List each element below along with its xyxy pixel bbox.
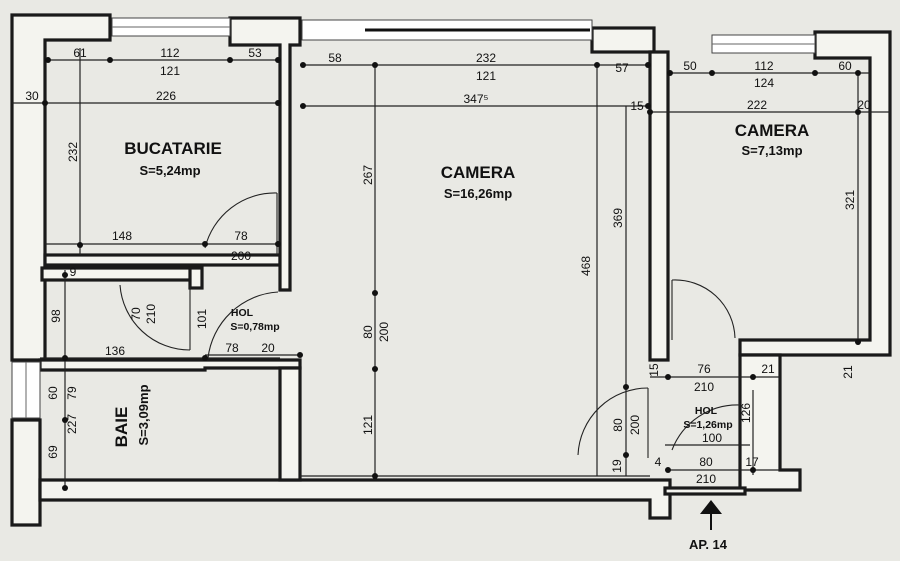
dim-78-kitchen: 78	[234, 229, 248, 243]
dim-124: 124	[754, 76, 774, 90]
windows	[11, 17, 816, 419]
area-hol-right: S=1,26mp	[683, 419, 732, 431]
dim-30: 30	[25, 89, 39, 103]
wall-top-right	[738, 30, 892, 357]
dim-79: 79	[65, 386, 79, 400]
dim-121-vertical: 121	[361, 415, 375, 435]
dim-80-door: 80	[611, 418, 625, 432]
dimension-ticks	[42, 57, 861, 491]
dim-4: 4	[655, 455, 662, 469]
area-camera-right: S=7,13mp	[741, 143, 802, 158]
dim-80-entrance: 80	[699, 455, 713, 469]
dim-200-door: 200	[628, 415, 642, 435]
dim-21-right: 21	[841, 365, 855, 379]
label-bucatarie: BUCATARIE	[124, 139, 222, 158]
dimension-labels: 61 112 53 121 30 226 232 148 78 200 9 98…	[25, 46, 871, 486]
door-hol	[207, 291, 279, 359]
dim-76: 76	[697, 362, 711, 376]
label-hol-left: HOL	[231, 307, 254, 319]
room-labels: BUCATARIE S=5,24mp CAMERA S=16,26mp CAME…	[112, 121, 809, 447]
dim-112-right: 112	[754, 59, 773, 73]
dim-101: 101	[195, 309, 209, 329]
dim-136: 136	[105, 344, 125, 358]
dim-210-entrance: 210	[696, 472, 716, 486]
area-hol-left: S=0,78mp	[230, 321, 279, 333]
label-camera-main: CAMERA	[441, 163, 516, 182]
dim-210-bath: 210	[144, 304, 158, 324]
dim-9: 9	[70, 265, 77, 279]
wall-bath-top	[38, 358, 302, 372]
door-right-room	[671, 279, 736, 339]
wall-bottom	[38, 478, 672, 520]
dim-210-hol: 210	[694, 380, 714, 394]
dim-200-kitchen: 200	[231, 249, 251, 263]
door-bath	[119, 284, 191, 351]
dim-100: 100	[702, 431, 722, 445]
dim-19: 19	[610, 459, 624, 473]
wall-bath-right	[278, 366, 302, 482]
dim-61: 61	[73, 46, 87, 60]
dim-232: 232	[476, 51, 496, 65]
dim-267: 267	[361, 165, 375, 185]
dim-20-right: 20	[857, 98, 871, 112]
entrance-arrow-icon	[700, 500, 722, 530]
area-baie: S=3,09mp	[136, 384, 151, 445]
dim-347: 347⁵	[464, 92, 489, 106]
wall-entrance	[663, 486, 747, 496]
dim-78-hol: 78	[225, 341, 239, 355]
label-camera-right: CAMERA	[735, 121, 810, 140]
dim-232-vertical: 232	[66, 142, 80, 162]
dim-60-right: 60	[838, 59, 852, 73]
dim-57: 57	[615, 61, 629, 75]
dim-50: 50	[683, 59, 697, 73]
dim-70: 70	[129, 307, 143, 321]
dim-121-main: 121	[476, 69, 496, 83]
label-baie: BAIE	[112, 407, 131, 448]
door-main-room	[577, 387, 649, 456]
wall-hol-corner	[188, 266, 204, 290]
dim-69: 69	[46, 445, 60, 459]
dim-227: 227	[65, 414, 79, 434]
wall-top-left	[10, 13, 112, 362]
dim-112: 112	[160, 46, 179, 60]
wall-partition-right	[648, 50, 670, 362]
dim-98: 98	[49, 309, 63, 323]
dim-15-main: 15	[630, 99, 644, 113]
dim-126: 126	[739, 403, 753, 423]
dim-58: 58	[328, 51, 342, 65]
dimension-lines	[12, 48, 890, 490]
dim-17: 17	[745, 455, 759, 469]
door-entrance	[671, 404, 741, 451]
dim-369: 369	[611, 208, 625, 228]
dim-226: 226	[156, 89, 176, 103]
dim-121-kitchen: 121	[160, 64, 180, 78]
doors	[119, 192, 741, 458]
walls	[10, 13, 892, 527]
wall-partition-left	[228, 16, 302, 292]
dim-321: 321	[843, 190, 857, 210]
apartment-label: AP. 14	[689, 537, 728, 552]
dim-21-hol: 21	[761, 362, 775, 376]
dim-80-main: 80	[361, 325, 375, 339]
area-bucatarie: S=5,24mp	[139, 163, 200, 178]
wall-bottom-left	[10, 418, 42, 527]
dim-60: 60	[46, 386, 60, 400]
dim-53: 53	[248, 46, 262, 60]
door-kitchen	[204, 192, 278, 249]
dim-148: 148	[112, 229, 132, 243]
area-camera-main: S=16,26mp	[444, 186, 512, 201]
dim-20-hol: 20	[261, 341, 275, 355]
label-hol-right: HOL	[695, 405, 718, 417]
dim-222: 222	[747, 98, 767, 112]
dim-200-main: 200	[377, 322, 391, 342]
dim-15-hol: 15	[647, 363, 661, 377]
dim-468: 468	[579, 256, 593, 276]
wall-top-pillar	[590, 26, 656, 54]
